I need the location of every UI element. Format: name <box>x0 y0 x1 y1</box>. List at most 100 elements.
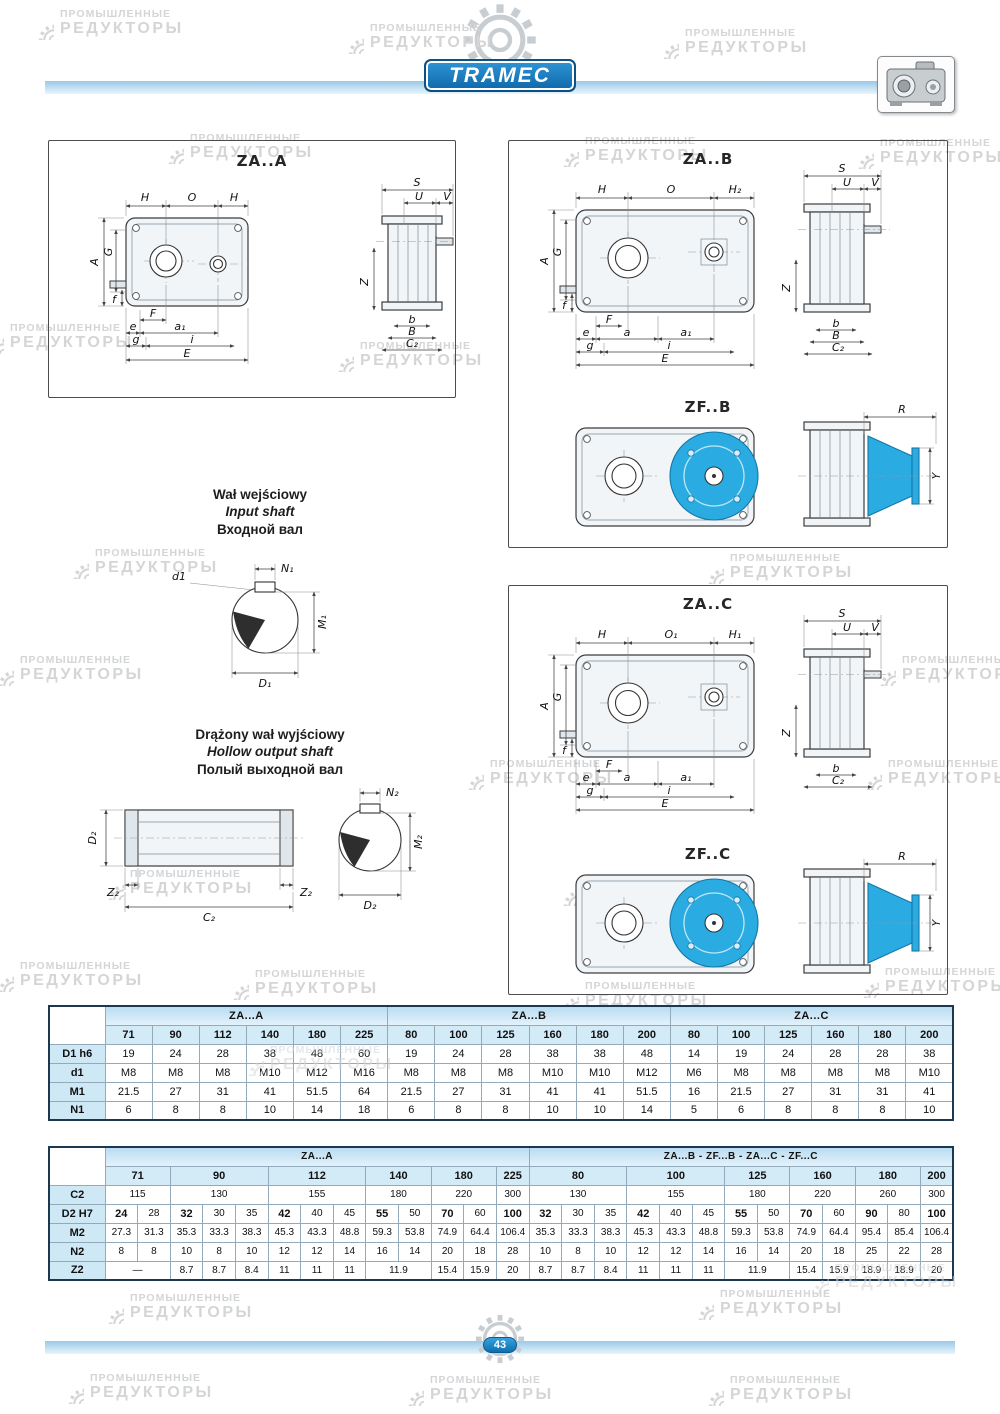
value-cell: 11 <box>332 1260 367 1281</box>
drawing-title-zaa: ZA..A <box>237 152 288 170</box>
value-cell: M12 <box>292 1062 342 1083</box>
value-cell: 33.3 <box>202 1222 236 1243</box>
svg-text:D₂: D₂ <box>364 899 377 912</box>
value-cell: 115 <box>104 1184 171 1205</box>
table-group-header: ZA...A <box>104 1146 530 1167</box>
value-cell: 16 <box>724 1241 758 1262</box>
zac-side-view <box>798 648 890 758</box>
page-number: 43 <box>493 1339 507 1351</box>
svg-text:A: A <box>538 257 551 266</box>
svg-text:f: f <box>112 293 118 306</box>
drawing-title-zac: ZA..C <box>683 595 733 613</box>
value-cell: 41 <box>575 1081 624 1102</box>
value-cell: 14 <box>669 1043 719 1064</box>
svg-text:e: e <box>583 326 590 339</box>
size-header: 180 <box>575 1024 624 1045</box>
caption-pl: Drążony wał wyjściowy <box>195 727 345 742</box>
svg-text:b: b <box>833 317 840 330</box>
value-cell: 10 <box>234 1241 269 1262</box>
svg-text:A: A <box>88 258 101 267</box>
svg-text:H: H <box>598 183 606 196</box>
zaa-side-view <box>376 215 456 311</box>
hollow-shaft-sleeve: D₂ Z₂ Z₂ C₂ <box>86 809 313 924</box>
gear-icon <box>20 6 54 40</box>
value-cell: 130 <box>169 1184 269 1205</box>
svg-text:H: H <box>598 628 606 641</box>
gear-icon <box>690 1372 724 1406</box>
size-header: 160 <box>528 1024 577 1045</box>
svg-text:e: e <box>130 320 137 333</box>
value-cell: 24 <box>104 1203 139 1224</box>
table-corner <box>48 1146 106 1186</box>
value-cell: 35 <box>234 1203 269 1224</box>
value-cell: 35.3 <box>169 1222 204 1243</box>
svg-text:A: A <box>538 702 551 711</box>
gear-icon <box>390 1372 424 1406</box>
zac-front-dims: H O₁ H₁ A G f F e a <box>538 628 755 814</box>
drawing-title-zfc: ZF..C <box>685 845 731 863</box>
value-cell: 20 <box>919 1260 954 1281</box>
table-corner <box>48 1005 106 1045</box>
size-header: 80 <box>669 1024 719 1045</box>
value-cell: 22 <box>887 1241 921 1262</box>
svg-text:C₂: C₂ <box>832 341 845 354</box>
size-header: 100 <box>626 1165 726 1186</box>
value-cell: 8 <box>481 1100 530 1121</box>
value-cell: 155 <box>626 1184 726 1205</box>
value-cell: 8 <box>764 1100 813 1121</box>
value-cell: M8 <box>387 1062 436 1083</box>
table-group-header: ZA...B - ZF...B - ZA...C - ZF...C <box>528 1146 954 1167</box>
value-cell: 59.3 <box>724 1222 758 1243</box>
zab-side-view <box>798 203 890 313</box>
value-cell: 10 <box>528 1241 563 1262</box>
value-cell: 260 <box>854 1184 921 1205</box>
row-label: D2 H7 <box>48 1203 106 1224</box>
svg-text:f: f <box>562 299 568 312</box>
value-cell: 31.3 <box>137 1222 171 1243</box>
value-cell: 106.4 <box>919 1222 954 1243</box>
size-header: 180 <box>430 1165 497 1186</box>
value-cell: 130 <box>528 1184 628 1205</box>
brand-logo: TRAMEC <box>424 59 576 92</box>
value-cell: 11 <box>626 1260 661 1281</box>
value-cell: 27 <box>151 1081 200 1102</box>
value-cell: 12 <box>659 1241 693 1262</box>
value-cell: 8 <box>811 1100 860 1121</box>
svg-text:i: i <box>190 333 193 346</box>
value-cell: 8 <box>561 1241 595 1262</box>
value-cell: M10 <box>245 1062 294 1083</box>
row-label: Z2 <box>48 1260 106 1281</box>
value-cell: 33.3 <box>561 1222 595 1243</box>
svg-text:B: B <box>832 329 840 342</box>
svg-text:b: b <box>409 313 416 326</box>
value-cell: 55 <box>724 1203 758 1224</box>
svg-text:Y: Y <box>930 918 943 926</box>
value-cell: 100 <box>495 1203 530 1224</box>
value-cell: 41 <box>245 1081 294 1102</box>
caption-ru: Входной вал <box>216 521 304 537</box>
value-cell: 64.4 <box>822 1222 856 1243</box>
value-cell: 20 <box>495 1260 530 1281</box>
gear-icon <box>215 966 249 1000</box>
value-cell: M8 <box>198 1062 247 1083</box>
svg-text:U: U <box>843 176 851 189</box>
row-label: D1 h6 <box>48 1043 106 1064</box>
value-cell: 14 <box>756 1241 791 1262</box>
value-cell: 11 <box>691 1260 726 1281</box>
svg-text:V: V <box>871 621 880 634</box>
drawing-title-zfb: ZF..B <box>685 398 732 416</box>
value-cell: 12 <box>626 1241 661 1262</box>
svg-text:F: F <box>606 313 613 326</box>
value-cell: 21.5 <box>717 1081 766 1102</box>
value-cell: 5 <box>669 1100 719 1121</box>
value-cell: 51.5 <box>292 1081 342 1102</box>
value-cell: 64 <box>340 1081 389 1102</box>
zfc-side-view <box>798 868 938 974</box>
row-label: d1 <box>48 1062 106 1083</box>
svg-text:S: S <box>414 176 421 189</box>
